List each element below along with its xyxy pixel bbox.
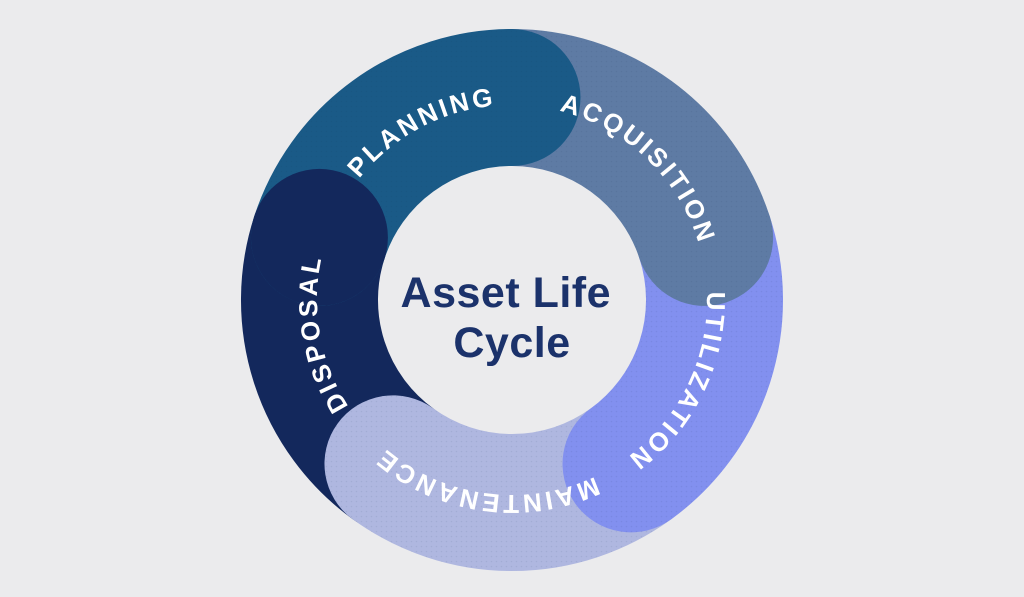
ring-dot-texture bbox=[241, 29, 783, 571]
center-title: Asset Life Cycle bbox=[401, 269, 624, 367]
center-title-line1: Asset Life bbox=[401, 269, 612, 317]
center-title-line2: Cycle bbox=[453, 319, 570, 367]
